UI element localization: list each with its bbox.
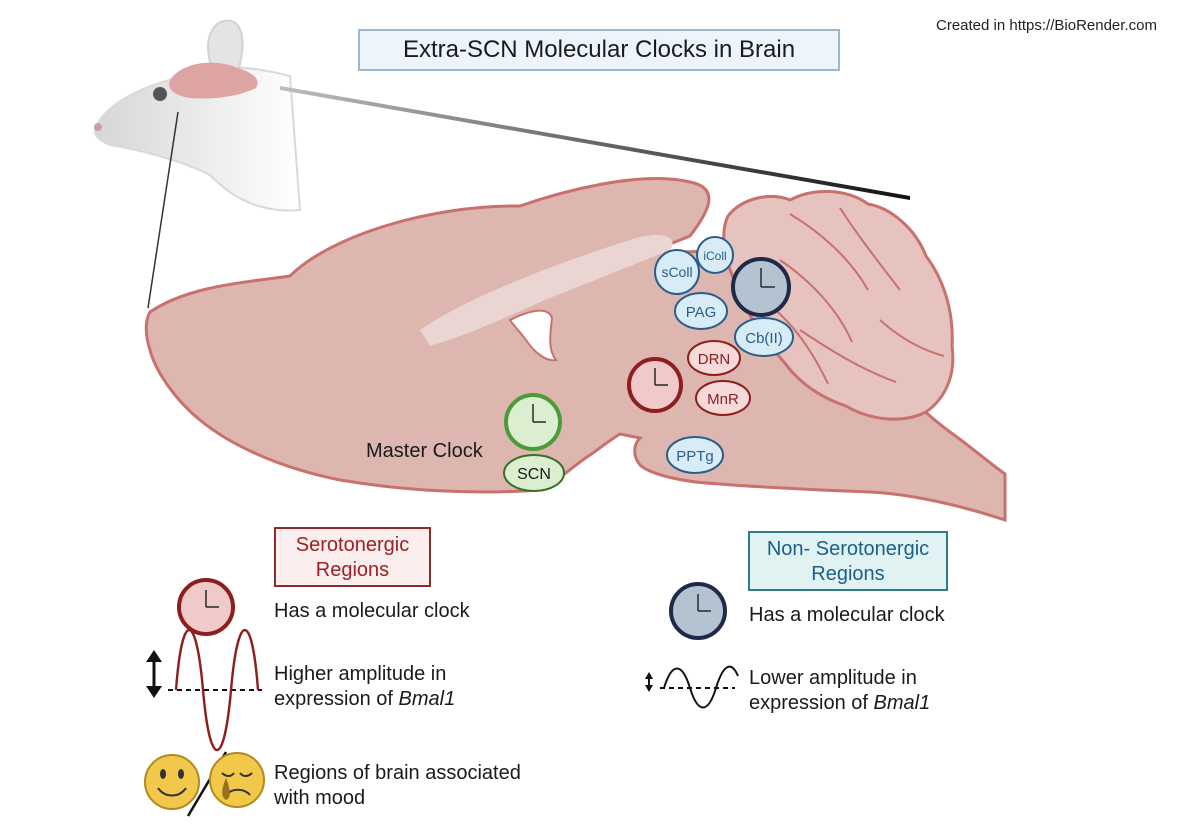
mood-line1: Regions of brain associated — [274, 762, 521, 784]
serotonergic-header-line1: Serotonergic — [295, 534, 410, 556]
clock-icon — [669, 582, 727, 640]
serotonergic-amplitude-line2: expression of Bmal1 — [274, 687, 455, 712]
page-title: Extra-SCN Molecular Clocks in Brain — [358, 29, 840, 71]
mood-text: Regions of brain associated with mood — [274, 761, 521, 811]
region-pptg: PPTg — [666, 436, 724, 474]
clock-icon — [177, 578, 235, 636]
non-serotonergic-header-line1: Non- Serotonergic — [766, 538, 930, 560]
mood-line2: with mood — [274, 787, 366, 809]
label-icoll: iColl — [703, 249, 726, 263]
mouse-head — [93, 19, 910, 309]
brain-sagittal — [144, 177, 1007, 523]
non-serotonergic-amplitude-line1: Lower amplitude in — [749, 667, 917, 689]
serotonergic-header: Serotonergic Regions — [274, 527, 431, 587]
non-serotonergic-amplitude-text: Lower amplitude in expression of Bmal1 — [749, 666, 930, 716]
label-pag: PAG — [686, 304, 717, 321]
label-drn: DRN — [698, 351, 731, 368]
credit-text[interactable]: Created in https://BioRender.com — [936, 17, 1157, 34]
region-cb: Cb(II) — [734, 317, 794, 357]
serotonergic-amplitude-line1: Higher amplitude in — [274, 663, 447, 685]
label-pptg: PPTg — [676, 448, 714, 465]
clock-icon — [504, 393, 562, 451]
non-serotonergic-gene: Bmal1 — [873, 692, 931, 714]
serotonergic-clock-text: Has a molecular clock — [274, 600, 470, 622]
double-arrow-icon — [645, 672, 653, 692]
region-scn: SCN — [503, 454, 565, 492]
region-mnr: MnR — [695, 380, 751, 416]
happy-face-icon — [144, 754, 200, 810]
region-icoll: iColl — [696, 236, 734, 274]
clock-icon — [731, 257, 791, 317]
sad-face-icon — [209, 752, 265, 808]
region-drn: DRN — [687, 340, 741, 376]
sine-wave-icon — [660, 665, 739, 709]
non-serotonergic-header-line2: Regions — [811, 563, 885, 585]
serotonergic-amplitude-text: Higher amplitude in expression of Bmal1 — [274, 662, 455, 712]
label-scn: SCN — [517, 466, 551, 483]
double-arrow-icon — [146, 650, 162, 698]
serotonergic-header-line2: Regions — [315, 559, 390, 581]
non-serotonergic-amplitude-prefix: expression of — [749, 692, 874, 714]
sine-wave-icon — [168, 628, 262, 752]
master-clock-label: Master Clock — [366, 440, 483, 462]
region-pag: PAG — [674, 292, 728, 330]
non-serotonergic-clock-text: Has a molecular clock — [749, 604, 945, 626]
serotonergic-amplitude-prefix: expression of — [274, 688, 399, 710]
region-scoll: sColl — [654, 249, 700, 295]
label-cb: Cb(II) — [745, 330, 783, 347]
non-serotonergic-header: Non- Serotonergic Regions — [748, 531, 948, 591]
clock-icon — [627, 357, 683, 413]
label-mnr: MnR — [707, 391, 739, 408]
non-serotonergic-amplitude-line2: expression of Bmal1 — [749, 691, 930, 716]
serotonergic-gene: Bmal1 — [398, 688, 456, 710]
label-scoll: sColl — [661, 264, 692, 280]
